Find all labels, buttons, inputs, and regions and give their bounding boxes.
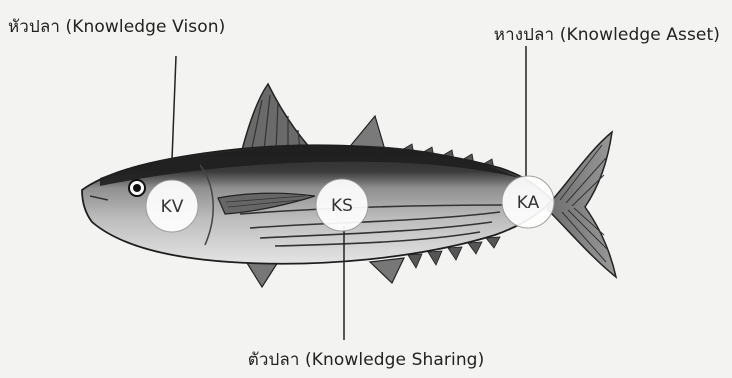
anal-fin	[370, 258, 404, 283]
tail-fin	[548, 132, 616, 277]
ka-marker: KA	[502, 176, 554, 228]
second-dorsal-fin	[347, 116, 385, 150]
ka-marker-label: KA	[517, 193, 540, 213]
head-leader-line	[172, 56, 176, 160]
ks-marker: KS	[316, 179, 368, 231]
kv-marker-label: KV	[161, 197, 184, 217]
ks-marker-label: KS	[331, 196, 353, 216]
kv-marker: KV	[146, 180, 198, 232]
